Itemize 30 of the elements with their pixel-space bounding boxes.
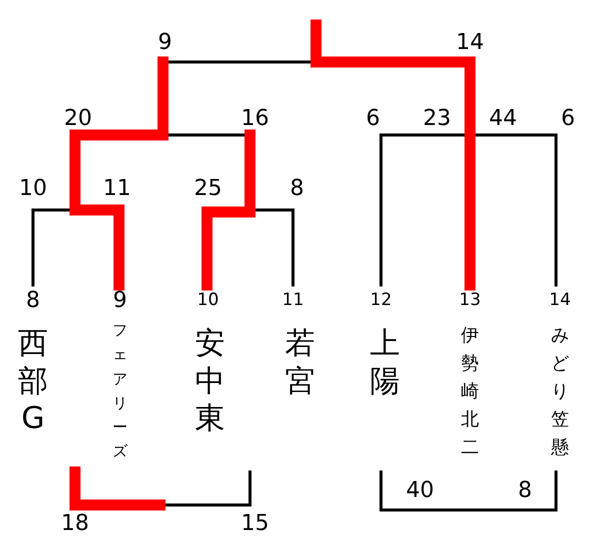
- seed-number: 10: [197, 292, 219, 309]
- score: 20: [64, 108, 92, 130]
- score: 44: [489, 108, 517, 130]
- team-name: 上陽: [370, 325, 400, 400]
- team-name: フェアリーズ: [112, 318, 128, 464]
- score: 16: [241, 108, 269, 130]
- score: 18: [61, 513, 89, 535]
- score: 6: [366, 108, 380, 130]
- seed-number: 12: [370, 292, 392, 309]
- score: 10: [19, 178, 47, 200]
- team-name: 伊勢崎北二: [461, 322, 479, 462]
- score: 40: [406, 480, 434, 502]
- score: 14: [456, 32, 484, 54]
- team-name: 西部G: [18, 325, 48, 438]
- seed-number: 8: [26, 290, 40, 312]
- score: 25: [194, 178, 222, 200]
- score: 23: [423, 108, 451, 130]
- score: 9: [158, 32, 172, 54]
- seed-number: 13: [459, 292, 481, 309]
- score: 8: [518, 480, 532, 502]
- score: 8: [290, 178, 304, 200]
- team-name: みどり笠懸: [551, 322, 569, 462]
- seed-number: 9: [113, 290, 127, 312]
- score: 6: [561, 108, 575, 130]
- team-name: 若宮: [285, 325, 315, 400]
- team-name: 安中東: [195, 325, 225, 438]
- seed-number: 14: [549, 292, 571, 309]
- score: 15: [241, 513, 269, 535]
- seed-number: 11: [282, 292, 304, 309]
- score: 11: [103, 178, 131, 200]
